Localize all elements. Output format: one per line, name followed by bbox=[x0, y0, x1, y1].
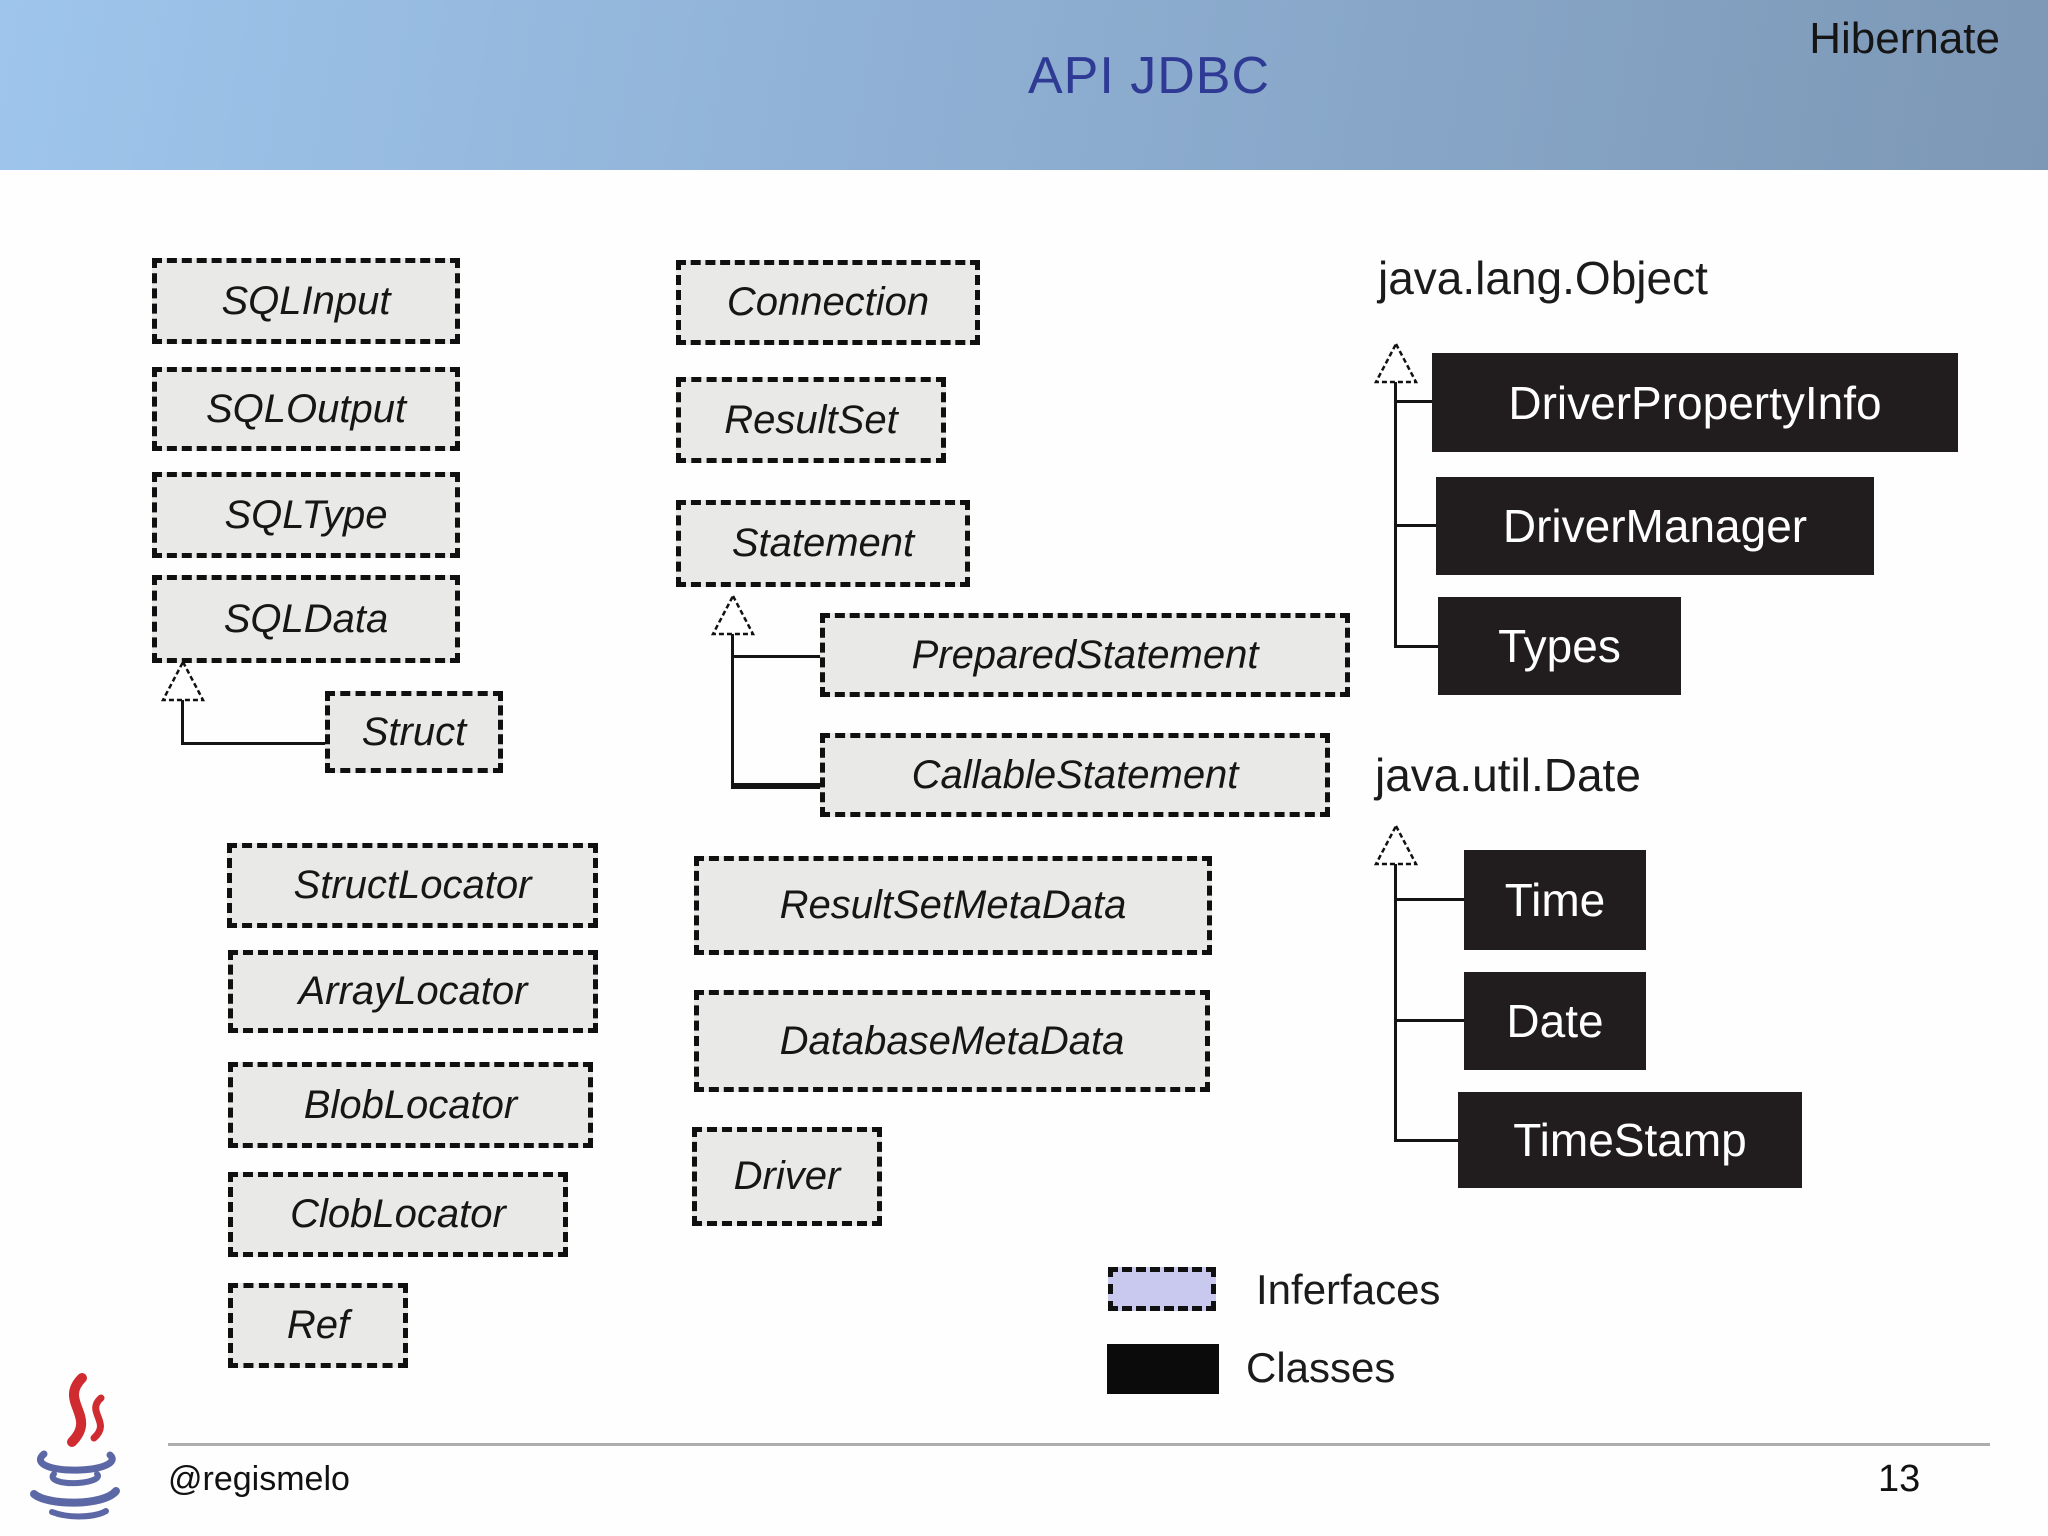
connector-line bbox=[1394, 524, 1436, 527]
connector-line bbox=[1394, 1139, 1458, 1142]
node-time: Time bbox=[1464, 850, 1646, 950]
label-java-lang-object: java.lang.Object bbox=[1378, 252, 1708, 304]
node-ref: Ref bbox=[228, 1283, 408, 1368]
inheritance-arrow-statement bbox=[711, 594, 755, 636]
node-date: Date bbox=[1464, 972, 1646, 1070]
node-bloblocator: BlobLocator bbox=[228, 1062, 593, 1148]
node-timestamp: TimeStamp bbox=[1458, 1092, 1802, 1188]
node-struct: Struct bbox=[325, 691, 503, 773]
node-arraylocator: ArrayLocator bbox=[228, 950, 598, 1033]
brand-label: Hibernate bbox=[1809, 14, 2000, 63]
footer-divider bbox=[168, 1443, 1990, 1446]
connector-line bbox=[181, 700, 184, 745]
node-statement: Statement bbox=[676, 500, 970, 587]
inheritance-arrow-sqldata bbox=[161, 660, 205, 702]
node-sqldata: SQLData bbox=[152, 575, 460, 663]
connector-line bbox=[1394, 1019, 1464, 1022]
legend-interface-label: Inferfaces bbox=[1256, 1266, 1441, 1313]
label-java-util-date: java.util.Date bbox=[1375, 749, 1641, 801]
node-drivermanager: DriverManager bbox=[1436, 477, 1874, 575]
header-band bbox=[0, 0, 2048, 170]
connector-line bbox=[731, 634, 734, 788]
node-resultset: ResultSet bbox=[676, 377, 946, 463]
connector-line bbox=[1394, 382, 1397, 648]
node-preparedstatement: PreparedStatement bbox=[820, 613, 1350, 697]
page-number: 13 bbox=[1878, 1458, 1921, 1500]
node-sqltype: SQLType bbox=[152, 472, 460, 558]
node-databasemetadata: DatabaseMetaData bbox=[694, 990, 1210, 1092]
java-logo-icon bbox=[30, 1373, 120, 1520]
legend-class-label: Classes bbox=[1246, 1344, 1396, 1391]
author-handle: @regismelo bbox=[168, 1460, 350, 1498]
connector-line bbox=[181, 742, 325, 745]
node-sqlinput: SQLInput bbox=[152, 258, 460, 344]
node-cloblocator: ClobLocator bbox=[228, 1172, 568, 1257]
inheritance-arrow-date bbox=[1373, 824, 1419, 866]
node-driverpropertyinfo: DriverPropertyInfo bbox=[1432, 353, 1958, 452]
node-driver: Driver bbox=[692, 1127, 882, 1226]
node-structlocator: StructLocator bbox=[227, 843, 598, 928]
node-connection: Connection bbox=[676, 260, 980, 345]
connector-line bbox=[1394, 400, 1432, 403]
connector-line bbox=[1394, 898, 1464, 901]
legend-interface-swatch bbox=[1108, 1267, 1216, 1311]
connector-line bbox=[731, 783, 820, 789]
node-types: Types bbox=[1438, 597, 1681, 695]
connector-line bbox=[731, 655, 820, 658]
connector-line bbox=[1394, 864, 1397, 1142]
node-callablestatement: CallableStatement bbox=[820, 733, 1330, 817]
connector-line bbox=[1394, 645, 1438, 648]
legend-class-swatch bbox=[1107, 1344, 1219, 1394]
node-resultsetmetadata: ResultSetMetaData bbox=[694, 856, 1212, 955]
page-title: API JDBC bbox=[1027, 47, 1271, 105]
node-sqloutput: SQLOutput bbox=[152, 367, 460, 451]
inheritance-arrow-object bbox=[1373, 342, 1419, 384]
